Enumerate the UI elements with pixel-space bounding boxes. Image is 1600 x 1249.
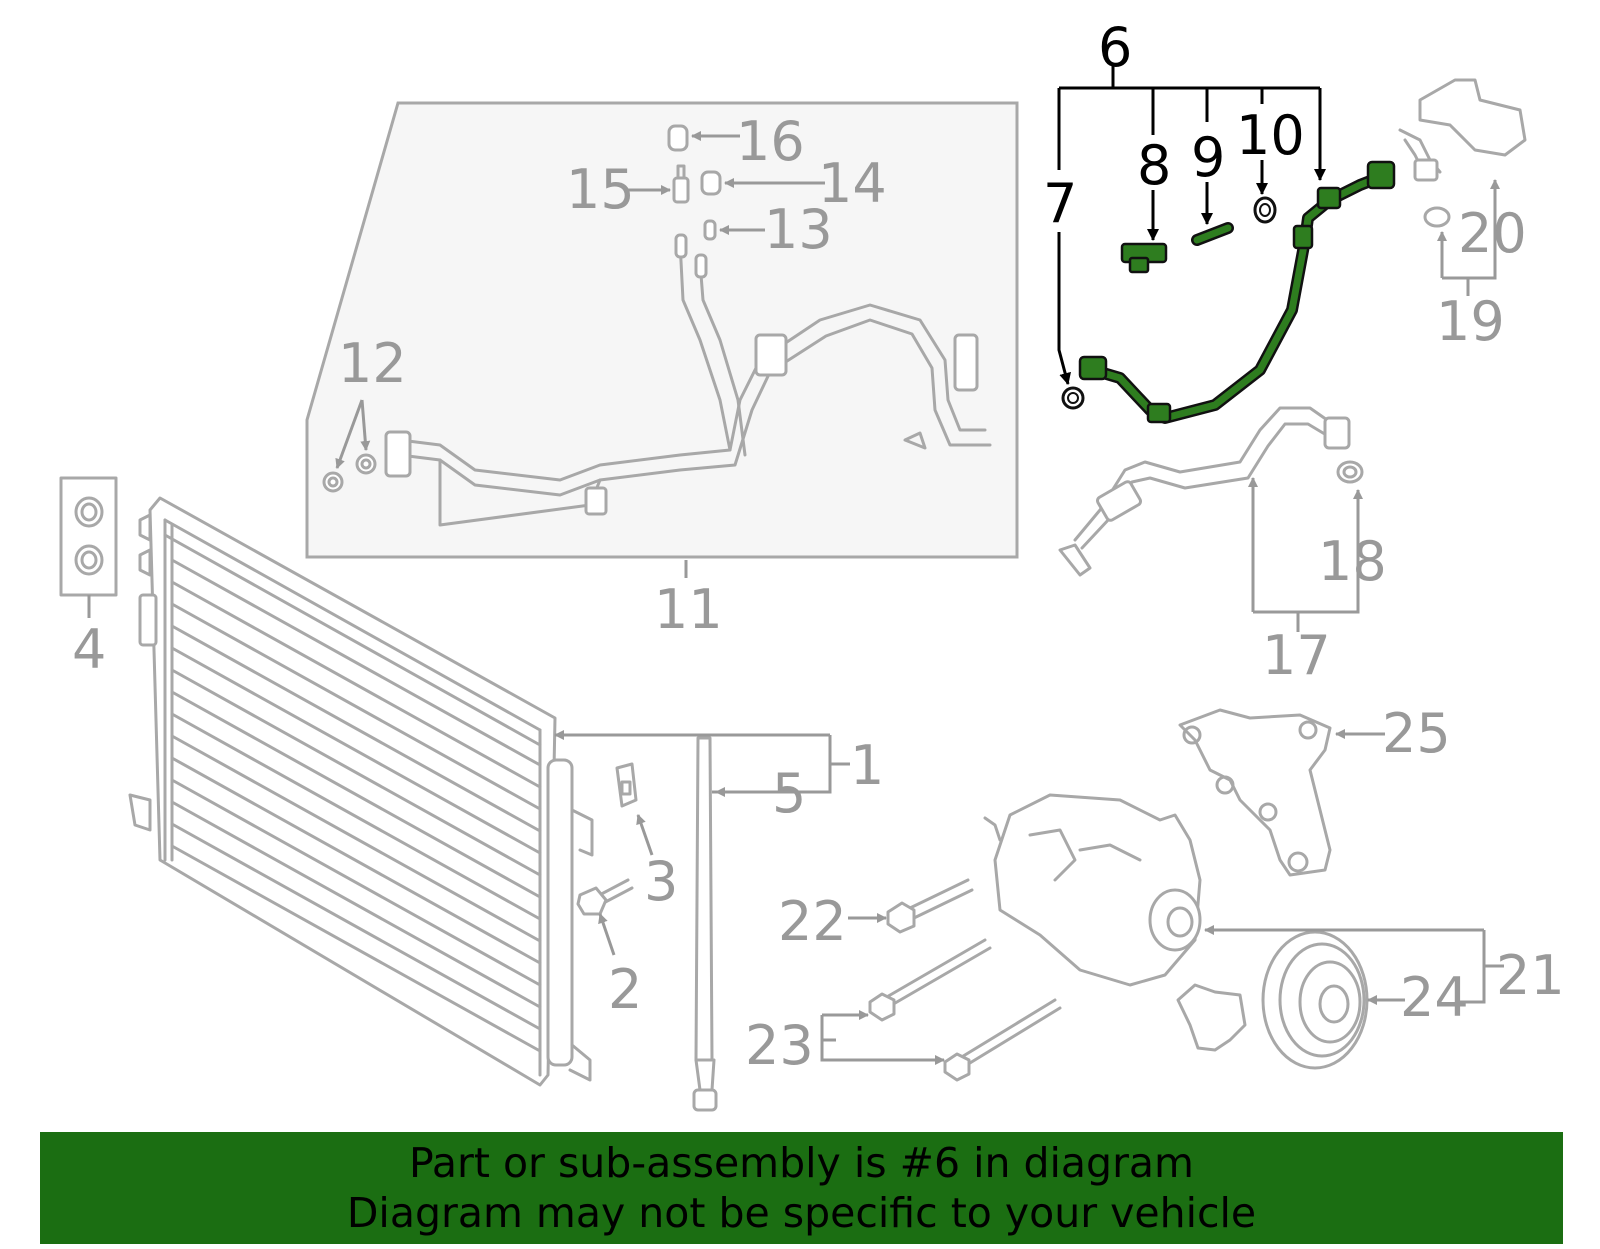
callout-1: 1 bbox=[850, 734, 884, 797]
condenser-1 bbox=[128, 496, 594, 1087]
callout-4: 4 bbox=[72, 618, 106, 681]
leader-6 bbox=[1057, 65, 1326, 181]
bolt-22 bbox=[886, 878, 974, 934]
banner-line-1: Part or sub-assembly is #6 in diagram bbox=[409, 1139, 1194, 1187]
bolts-23 bbox=[868, 938, 1062, 1082]
cap-14 bbox=[700, 170, 722, 196]
o-ring-7 bbox=[1061, 386, 1085, 410]
callout-11: 11 bbox=[654, 578, 723, 641]
callout-22: 22 bbox=[778, 890, 847, 953]
valve-15 bbox=[672, 164, 690, 204]
callout-3: 3 bbox=[644, 850, 678, 913]
callout-10: 10 bbox=[1236, 104, 1305, 167]
highlighted-hose-6 bbox=[1078, 160, 1396, 424]
cap-16 bbox=[667, 124, 689, 152]
seal-kit-4 bbox=[59, 476, 118, 597]
bracket-25 bbox=[1178, 708, 1332, 877]
valve-core-13 bbox=[703, 219, 717, 241]
leader-21 bbox=[1204, 925, 1504, 1004]
callout-16: 16 bbox=[736, 110, 805, 173]
leader-17 bbox=[1248, 477, 1363, 632]
clutch-24 bbox=[1176, 930, 1369, 1070]
callout-17: 17 bbox=[1262, 624, 1331, 687]
callout-9: 9 bbox=[1191, 126, 1225, 189]
callout-21: 21 bbox=[1496, 944, 1565, 1007]
info-banner: Part or sub-assembly is #6 in diagram Di… bbox=[40, 1132, 1563, 1244]
hose-17 bbox=[1058, 406, 1351, 577]
o-ring-10 bbox=[1253, 196, 1277, 224]
callout-23: 23 bbox=[745, 1014, 814, 1077]
callout-14: 14 bbox=[818, 152, 887, 215]
callout-6: 6 bbox=[1098, 16, 1132, 79]
leader-23 bbox=[820, 1010, 945, 1065]
callout-7: 7 bbox=[1043, 172, 1077, 235]
leader-19 bbox=[1437, 179, 1500, 296]
banner-line-2: Diagram may not be specific to your vehi… bbox=[346, 1189, 1257, 1237]
callout-24: 24 bbox=[1400, 966, 1469, 1029]
callout-25: 25 bbox=[1382, 702, 1451, 765]
callout-8: 8 bbox=[1137, 134, 1171, 197]
pressure-sensor-8 bbox=[1120, 242, 1168, 274]
ac-line-assembly-11 bbox=[384, 233, 992, 527]
callout-13: 13 bbox=[764, 198, 833, 261]
leader-2 bbox=[598, 913, 616, 956]
callout-5: 5 bbox=[772, 762, 806, 825]
callout-15: 15 bbox=[566, 158, 635, 221]
callout-2: 2 bbox=[608, 958, 642, 1021]
valve-core-9 bbox=[1191, 222, 1234, 246]
o-ring-18 bbox=[1336, 460, 1364, 484]
leader-12 bbox=[335, 399, 371, 469]
leader-3 bbox=[636, 814, 654, 856]
bolt-2 bbox=[576, 878, 634, 916]
expansion-valve-20 bbox=[1398, 78, 1527, 182]
desiccant-tube-5 bbox=[692, 736, 718, 1112]
inset-box-11 bbox=[305, 101, 1019, 559]
leader-7 bbox=[1057, 232, 1071, 385]
callout-18: 18 bbox=[1318, 530, 1387, 593]
o-rings-12 bbox=[322, 453, 377, 493]
callout-19: 19 bbox=[1436, 290, 1505, 353]
compressor-21 bbox=[983, 793, 1202, 987]
clip-3 bbox=[615, 762, 638, 808]
callout-20: 20 bbox=[1458, 202, 1527, 265]
callout-12: 12 bbox=[338, 332, 407, 395]
o-ring-19 bbox=[1423, 206, 1451, 228]
